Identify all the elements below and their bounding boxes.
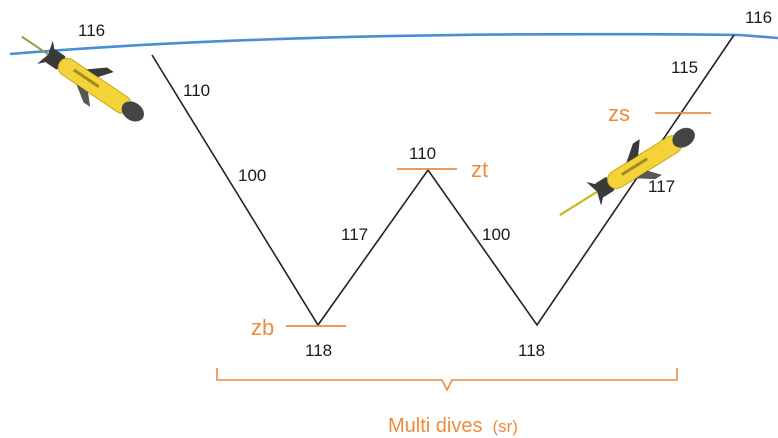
multi-dives-bracket <box>216 368 678 392</box>
label-ascent-first: 117 <box>341 225 368 244</box>
glider-dive-path <box>151 34 735 327</box>
label-descent-lower: 100 <box>238 166 266 185</box>
marker-label-zb: zb <box>251 315 274 340</box>
label-top-turn: 110 <box>409 144 436 163</box>
label-ascent-final-lower: 117 <box>648 177 675 196</box>
label-surface-right: 116 <box>745 8 772 27</box>
label-bottom-left: 118 <box>305 341 332 360</box>
label-surface-left: 116 <box>78 21 105 40</box>
underwater-glider-icon <box>21 35 144 122</box>
label-descent-second: 100 <box>482 225 510 244</box>
caption-sub: (sr) <box>492 417 517 436</box>
label-descent-upper: 110 <box>183 81 210 100</box>
caption-main: Multi dives <box>388 415 482 437</box>
underwater-glider-icon <box>559 127 695 217</box>
marker-label-zt: zt <box>471 157 488 182</box>
label-bottom-right: 118 <box>518 341 545 360</box>
label-ascent-final-upper: 115 <box>671 58 698 77</box>
sea-surface-line <box>9 32 778 56</box>
caption: Multi dives (sr) <box>388 415 518 437</box>
marker-label-zs: zs <box>608 101 630 126</box>
